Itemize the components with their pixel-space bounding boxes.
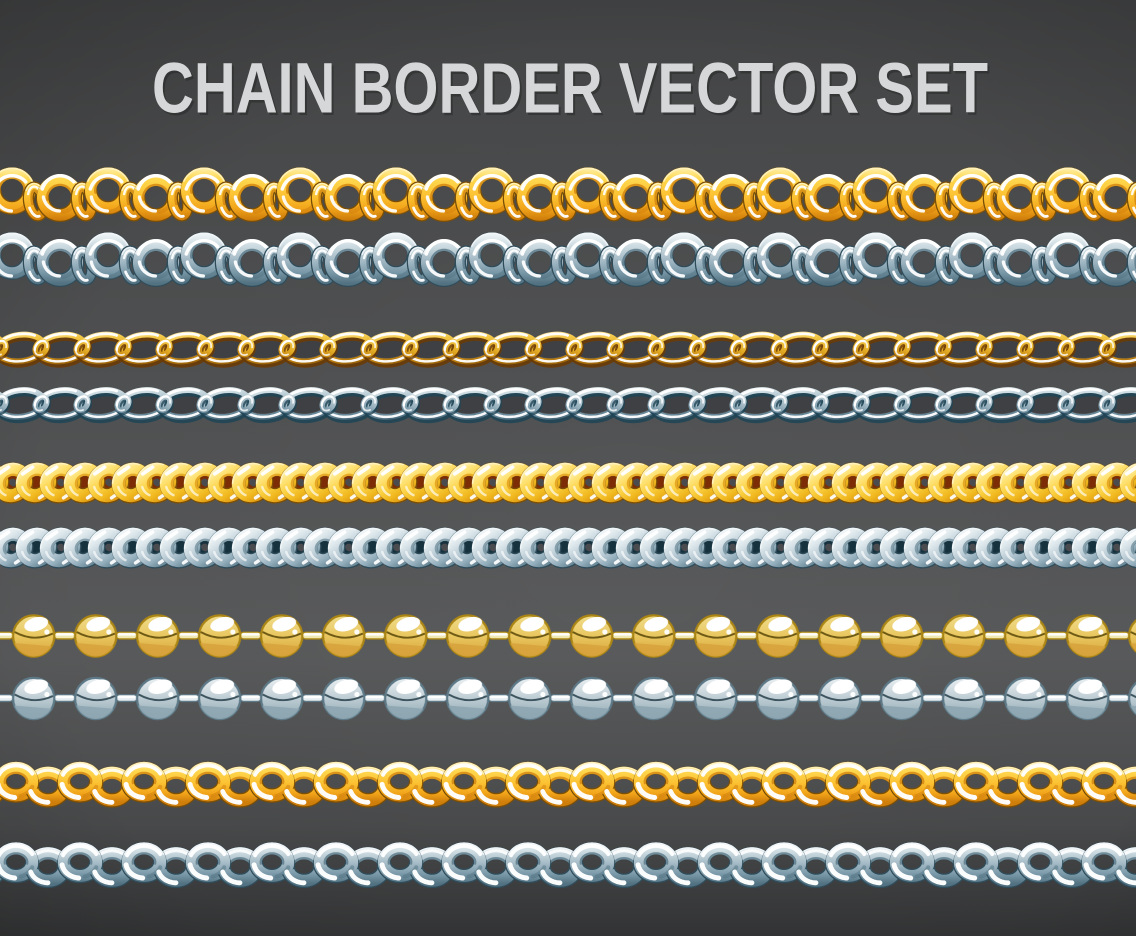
svg-text:CHAIN BORDER VECTOR SET: CHAIN BORDER VECTOR SET bbox=[154, 51, 990, 131]
svg-text:CHAIN BORDER VECTOR SET: CHAIN BORDER VECTOR SET bbox=[152, 49, 988, 129]
